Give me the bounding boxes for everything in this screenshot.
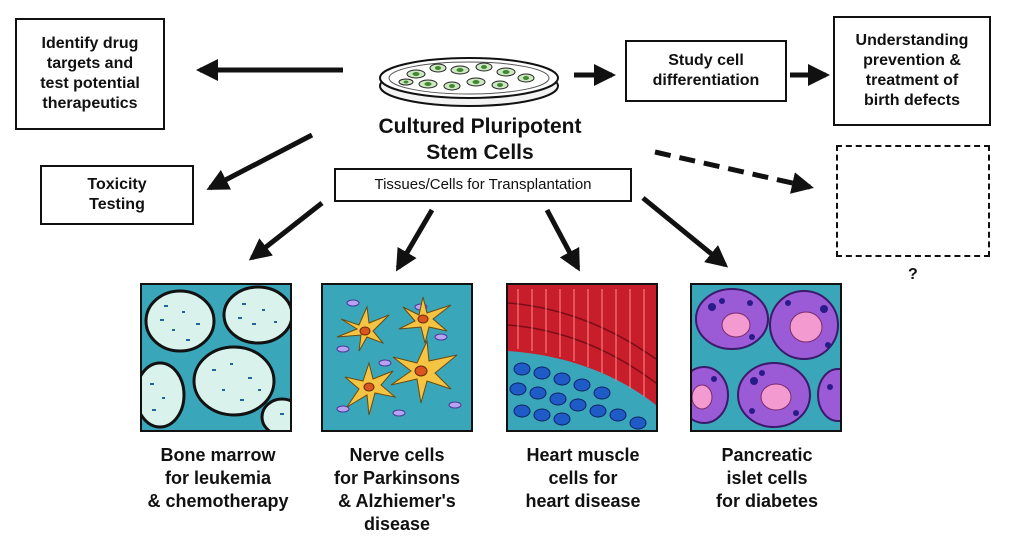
bone-marrow-tile — [140, 283, 292, 432]
differentiation-box: Study cell differentiation — [625, 40, 787, 102]
drug-targets-box: Identify drug targets and test potential… — [15, 18, 165, 130]
transplantation-label: Tissues/Cells for Transplantation — [334, 168, 632, 202]
petri-dish-icon — [379, 57, 559, 107]
unknown-outcome-label: ? — [908, 266, 918, 283]
pancreatic-islet-caption: Pancreatic islet cells for diabetes — [715, 445, 819, 511]
nerve-cells-tile — [321, 283, 473, 432]
pancreatic-islet-tile — [690, 283, 842, 432]
heart-muscle-tile — [506, 283, 658, 432]
arrow-to-heart — [544, 208, 581, 272]
arrow-to-nerve — [395, 208, 435, 272]
arrow-to-unknown — [654, 149, 814, 194]
unknown-outcome-box — [836, 145, 990, 257]
nerve-cells-caption: Nerve cells for Parkinsons & Alzhiemer's… — [333, 445, 461, 534]
arrow-to-bone-marrow — [248, 201, 324, 261]
toxicity-testing-box: Toxicity Testing — [40, 165, 194, 225]
arrow-to-toxicity — [206, 132, 314, 191]
stem-cells-title: Cultured Pluripotent Stem Cells — [378, 115, 582, 164]
heart-muscle-caption: Heart muscle cells for heart disease — [525, 445, 641, 511]
arrow-to-pancreas — [641, 196, 729, 268]
bone-marrow-caption: Bone marrow for leukemia & chemotherapy — [147, 445, 289, 511]
birth-defects-box: Understanding prevention & treatment of … — [833, 16, 991, 126]
